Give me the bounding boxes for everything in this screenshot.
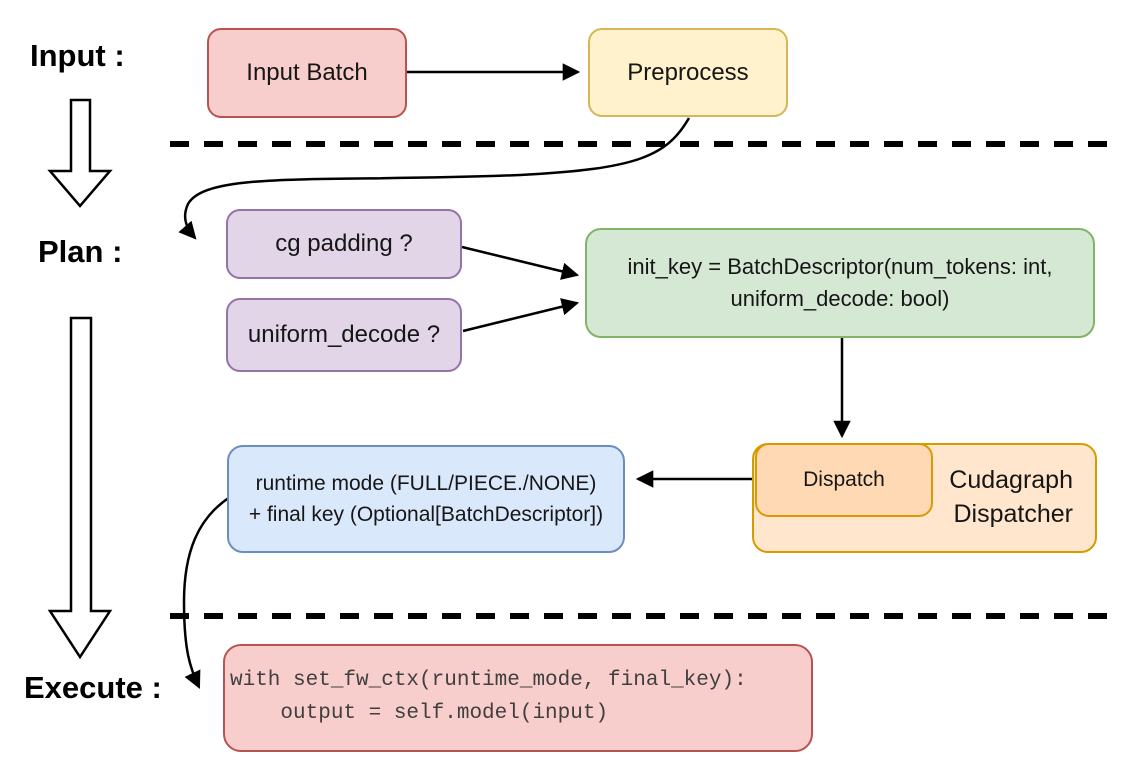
stage-label-input: Input : — [30, 38, 125, 73]
node-runtime-mode-line2: + final key (Optional[BatchDescriptor]) — [248, 503, 604, 526]
node-init-key: init_key = BatchDescriptor(num_tokens: i… — [585, 228, 1095, 338]
node-cudagraph-dispatcher-line1: Cudagraph — [949, 466, 1073, 495]
node-execute-code-line1: with set_fw_ctx(runtime_mode, final_key)… — [230, 669, 747, 693]
node-cg-padding: cg padding ? — [226, 209, 462, 279]
node-dispatch-label: Dispatch — [803, 468, 885, 491]
stage-arrow-plan-to-execute — [47, 316, 113, 660]
node-runtime-mode-line1: runtime mode (FULL/PIECE./NONE) — [255, 471, 597, 495]
arrow-runtime-mode-to-execute-code — [182, 495, 231, 689]
node-preprocess: Preprocess — [588, 28, 788, 117]
node-execute-code-line2: output = self.model(input) — [230, 702, 609, 725]
node-input-batch-label: Input Batch — [246, 59, 368, 86]
arrow-uniform-decode-to-init-key — [462, 298, 580, 333]
node-uniform-decode-label: uniform_decode ? — [247, 321, 441, 348]
arrow-preprocess-to-cg-padding — [178, 117, 691, 240]
stage-label-plan: Plan : — [38, 234, 123, 269]
node-init-key-line1: init_key = BatchDescriptor(num_tokens: i… — [627, 254, 1053, 280]
node-cudagraph-dispatcher-line2: Dispatcher — [953, 500, 1074, 528]
node-preprocess-label: Preprocess — [627, 58, 749, 86]
stage-label-execute: Execute : — [24, 670, 162, 705]
stage-arrow-input-to-plan — [47, 98, 113, 208]
node-runtime-mode: runtime mode (FULL/PIECE./NONE) + final … — [227, 445, 625, 553]
node-uniform-decode: uniform_decode ? — [226, 298, 462, 372]
node-init-key-line2: uniform_decode: bool) — [730, 286, 950, 311]
node-execute-code: with set_fw_ctx(runtime_mode, final_key)… — [223, 644, 813, 752]
node-dispatch: Dispatch — [755, 443, 933, 517]
arrow-cg-padding-to-init-key — [461, 245, 580, 280]
node-input-batch: Input Batch — [207, 28, 407, 118]
node-cg-padding-label: cg padding ? — [275, 230, 413, 257]
